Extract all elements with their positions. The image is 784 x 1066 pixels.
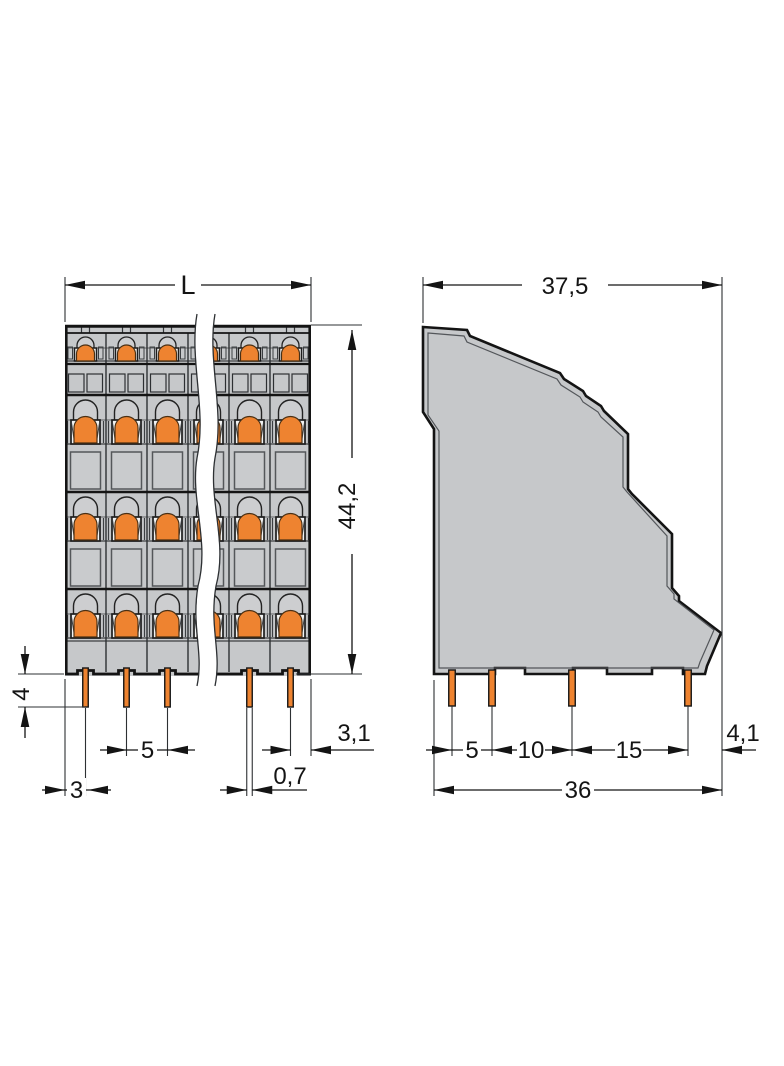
dim-front-right-margin: 3,1 bbox=[262, 720, 374, 755]
dim-front-pin-pitch: 5 bbox=[100, 737, 195, 764]
side-overall-label: 36 bbox=[565, 777, 592, 804]
front-pin-length-label: 4 bbox=[8, 687, 35, 700]
front-left-margin-label: 3 bbox=[70, 777, 83, 804]
dim-front-height: 44,2 bbox=[296, 324, 362, 675]
dim-front-pin-length: 4 bbox=[8, 646, 85, 738]
front-height-label: 44,2 bbox=[334, 483, 361, 530]
dim-front-left-margin: 3 bbox=[42, 777, 111, 804]
front-pin-pitch-label: 5 bbox=[141, 737, 154, 764]
side-view bbox=[421, 325, 723, 707]
front-pin-width-label: 0,7 bbox=[273, 763, 306, 790]
column-separators bbox=[105, 333, 271, 672]
side-extension-lines bbox=[433, 680, 689, 796]
side-width-label: 37,5 bbox=[542, 273, 589, 300]
front-width-label: L bbox=[180, 270, 195, 300]
side-profile bbox=[421, 325, 723, 676]
side-solder-pins bbox=[448, 669, 692, 707]
dim-side-overall: 36 bbox=[434, 777, 722, 804]
side-inner-contour bbox=[427, 332, 715, 669]
side-pitch1-label: 5 bbox=[465, 737, 478, 764]
front-view bbox=[65, 314, 311, 708]
front-solder-pins bbox=[82, 667, 294, 708]
front-extension-lines bbox=[64, 679, 312, 796]
dim-front-width: L bbox=[64, 270, 312, 322]
dim-front-pin-width: 0,7 bbox=[220, 763, 307, 795]
side-tip-offset-label: 4,1 bbox=[726, 720, 759, 747]
dim-side-width: 37,5 bbox=[422, 271, 723, 796]
side-pitch3-label: 15 bbox=[616, 737, 643, 764]
front-right-margin-label: 3,1 bbox=[337, 720, 370, 747]
side-pitch2-label: 10 bbox=[518, 737, 545, 764]
dim-side-pitches: 5 10 15 4,1 bbox=[426, 720, 760, 764]
